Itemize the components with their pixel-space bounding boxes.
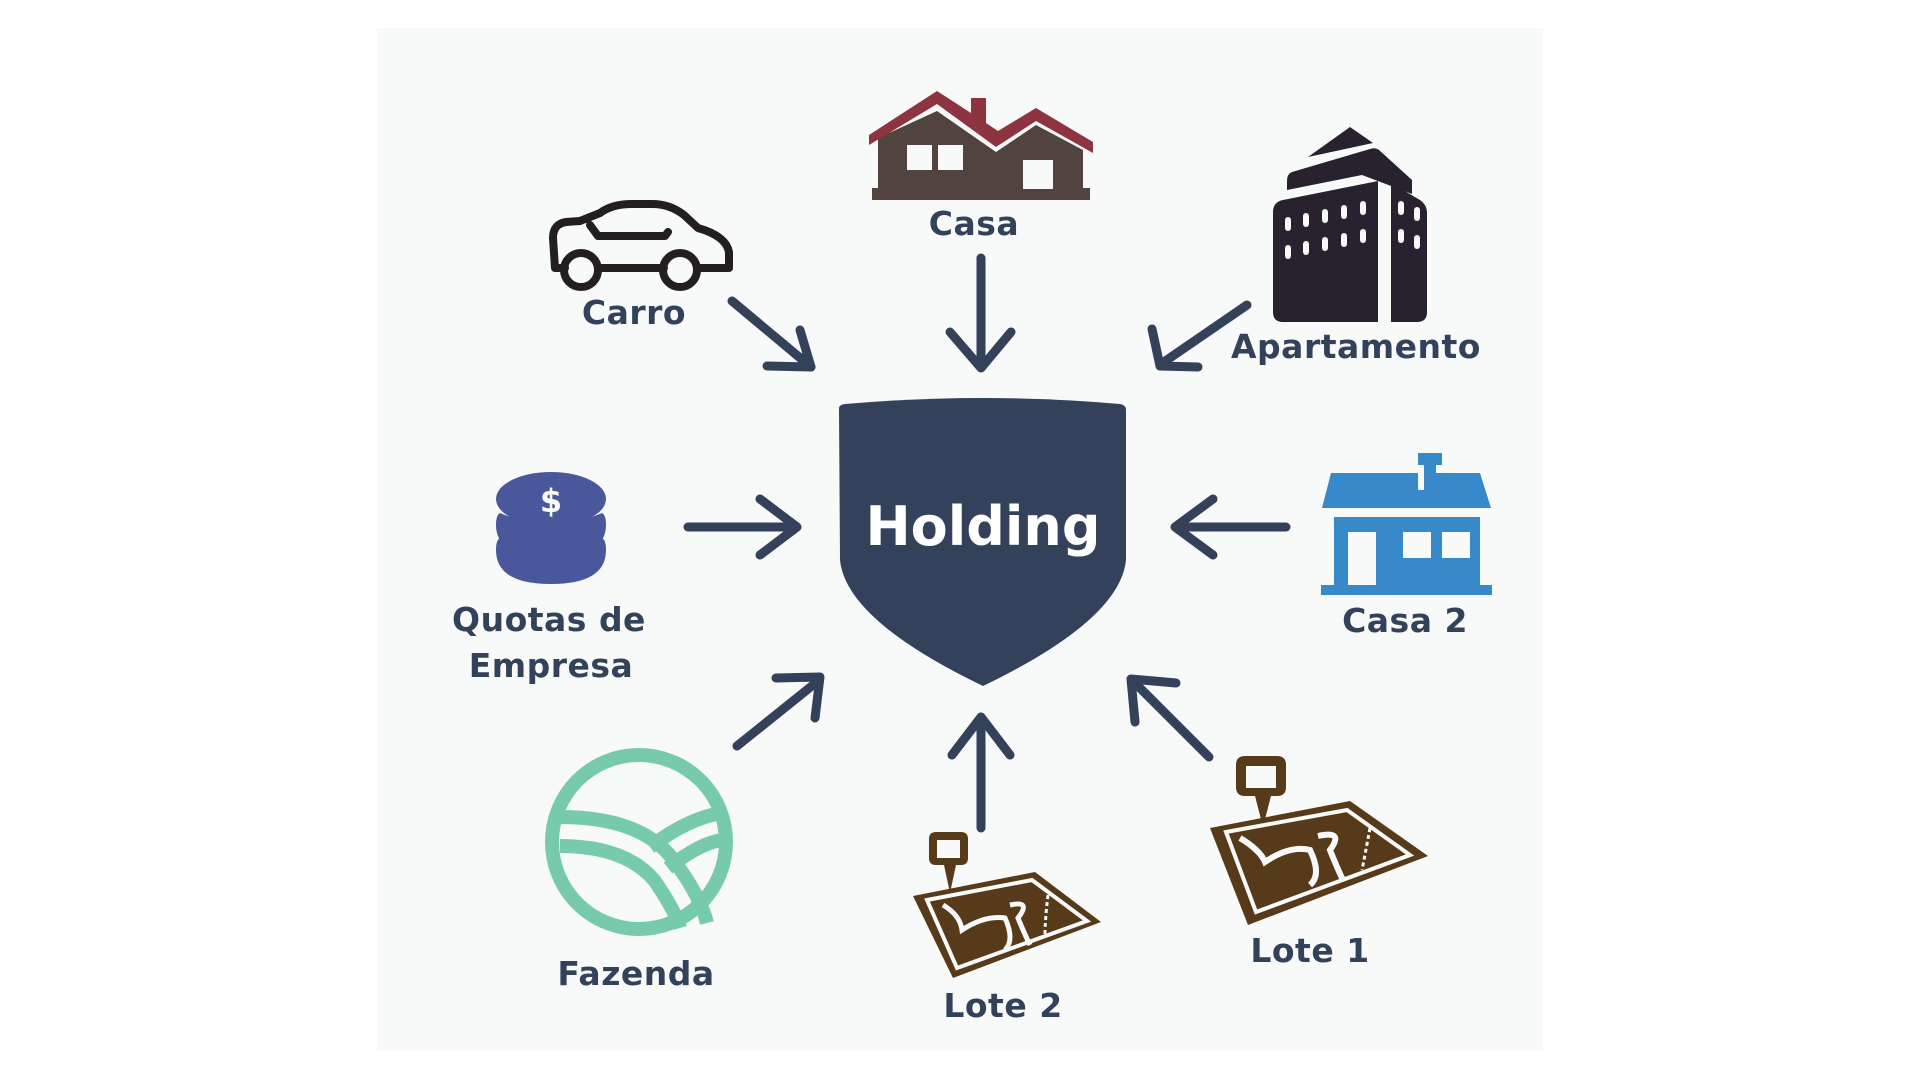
carro-label: Carro [582,293,686,332]
asset-fazenda: Fazenda [545,748,733,993]
arrow-quotas-to-holding [683,494,802,560]
apartamento-label: Apartamento [1231,327,1481,366]
map-pin-land-icon [1210,756,1428,925]
shield-icon [839,398,1126,686]
casa2-label: Casa 2 [1342,601,1468,640]
arrow-lote1-to-holding [1126,674,1214,762]
casa2-openings [1348,532,1470,585]
building-windows [1285,201,1420,259]
house-icon [869,91,1093,200]
lote1-label: Lote 1 [1250,931,1369,970]
quotas-label-line1: Quotas de [452,600,646,639]
lote2-label: Lote 2 [943,986,1062,1025]
car-icon [549,200,733,291]
arrow-fazenda-to-holding [732,672,825,751]
holding-node: Holding [839,398,1126,686]
lote2-map-detail [924,877,1092,971]
arrow-apartamento-to-holding [1147,300,1252,372]
farm-fields-icon [545,748,733,936]
arrow-lote2-to-holding [947,712,1015,833]
asset-casa2: Casa 2 [1321,453,1492,640]
arrow-casa2-to-holding [1170,494,1291,560]
asset-lote1: Lote 1 [1210,756,1428,970]
arrow-casa-to-holding [945,253,1016,373]
arrow-carro-to-holding [727,296,816,372]
fazenda-label: Fazenda [557,954,714,993]
house-icon [1321,453,1492,595]
asset-apartamento: Apartamento [1231,127,1481,366]
asset-casa: Casa [869,91,1093,243]
map-pin-land-icon [913,832,1101,978]
quotas-label-line2: Empresa [469,646,634,685]
dollar-sign-glyph: $ [540,482,562,520]
lote1-map-detail [1223,807,1415,915]
coins-dollar-icon: $ [496,472,606,584]
asset-quotas-de-empresa: $ Quotas de Empresa [452,472,646,685]
asset-carro: Carro [549,200,733,332]
casa-label: Casa [929,204,1019,243]
holding-label: Holding [865,495,1100,558]
building-icon [1273,127,1427,322]
arrows [683,253,1291,833]
asset-lote2: Lote 2 [913,832,1101,1025]
